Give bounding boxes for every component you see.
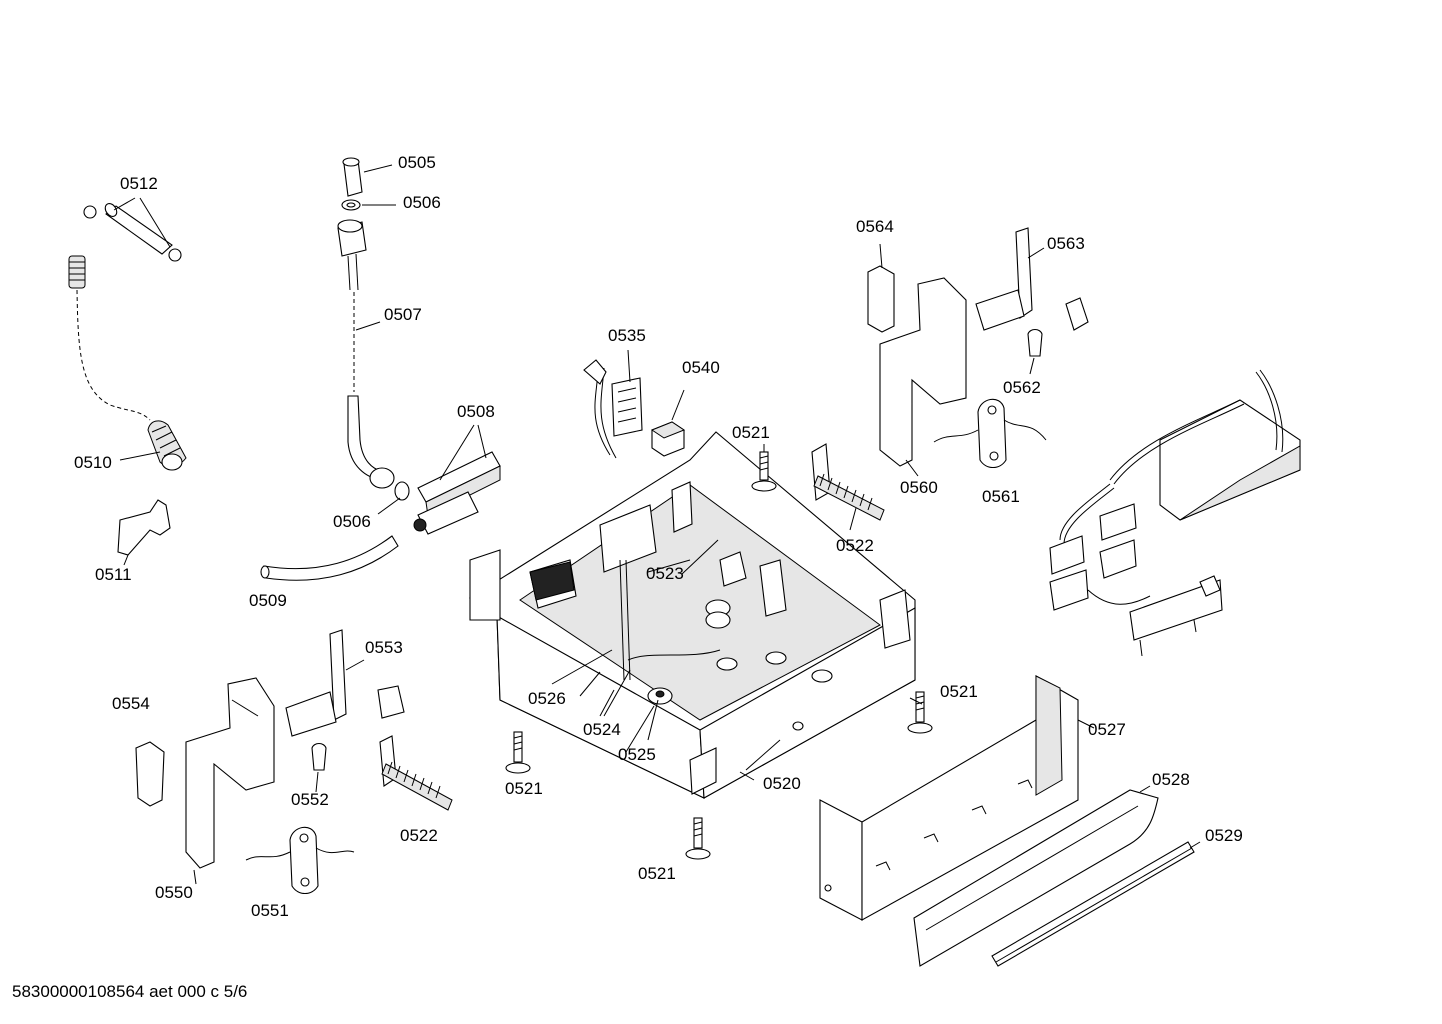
label-0562: 0562 bbox=[1003, 378, 1041, 397]
label-0561: 0561 bbox=[982, 487, 1020, 506]
label-0552: 0552 bbox=[291, 790, 329, 809]
label-0522-right: 0522 bbox=[836, 536, 874, 555]
part-0561-sensor bbox=[933, 398, 1047, 469]
part-0506-ring-top bbox=[341, 199, 396, 211]
label-0535: 0535 bbox=[608, 326, 646, 345]
label-0512: 0512 bbox=[120, 174, 158, 193]
label-0525: 0525 bbox=[618, 745, 656, 764]
part-0535-cable-connector bbox=[583, 349, 643, 459]
label-0528: 0528 bbox=[1152, 770, 1190, 789]
part-0560-bracket bbox=[879, 277, 967, 477]
part-0550-bracket bbox=[185, 677, 275, 885]
part-0511-clip bbox=[117, 499, 171, 566]
part-0507-inlet-hose bbox=[337, 219, 386, 481]
label-0550: 0550 bbox=[155, 883, 193, 902]
label-0521-d: 0521 bbox=[638, 864, 676, 883]
label-0524: 0524 bbox=[583, 720, 621, 739]
part-0508-valve-board bbox=[413, 424, 501, 535]
label-0506-lower: 0506 bbox=[333, 512, 371, 531]
label-0564: 0564 bbox=[856, 217, 894, 236]
label-0506-top: 0506 bbox=[403, 193, 441, 212]
label-0563: 0563 bbox=[1047, 234, 1085, 253]
part-0521-screw-d bbox=[685, 817, 711, 860]
label-0511: 0511 bbox=[95, 565, 132, 584]
label-0505: 0505 bbox=[398, 153, 436, 172]
label-0523: 0523 bbox=[646, 564, 684, 583]
label-0553: 0553 bbox=[365, 638, 403, 657]
part-0562-clip bbox=[1027, 328, 1043, 375]
part-0564-clip bbox=[867, 243, 895, 333]
label-0520: 0520 bbox=[763, 774, 801, 793]
part-0551-sensor bbox=[245, 826, 355, 895]
part-0521-screw-a bbox=[751, 444, 777, 492]
part-0522-spring-left bbox=[379, 735, 453, 811]
label-0507: 0507 bbox=[384, 305, 422, 324]
label-0510: 0510 bbox=[74, 453, 112, 472]
part-0506-ring-lower bbox=[369, 467, 410, 515]
part-0540-block bbox=[650, 389, 686, 457]
part-0505-cap bbox=[342, 157, 393, 197]
label-0521-c: 0521 bbox=[505, 779, 543, 798]
part-0554-clip bbox=[135, 741, 165, 807]
label-0540: 0540 bbox=[682, 358, 720, 377]
label-0551: 0551 bbox=[251, 901, 289, 920]
label-0509: 0509 bbox=[249, 591, 287, 610]
part-0509-hose bbox=[260, 535, 399, 581]
part-0553-bracket bbox=[285, 629, 405, 737]
document-footer-code: 58300000108564 aet 000 c 5/6 bbox=[12, 982, 248, 1001]
label-0554: 0554 bbox=[112, 694, 150, 713]
part-0527-front-panel bbox=[819, 675, 1095, 921]
part-0521-screw-b bbox=[907, 691, 933, 734]
part-0510-drain-hose bbox=[68, 255, 187, 471]
part-0529-trim-strip bbox=[991, 841, 1201, 967]
label-0521-a: 0521 bbox=[732, 423, 770, 442]
label-0522-left: 0522 bbox=[400, 826, 438, 845]
part-0520-base-tray bbox=[468, 431, 916, 799]
part-0521-screw-c bbox=[505, 731, 531, 774]
leader-lines bbox=[231, 559, 923, 781]
label-0529: 0529 bbox=[1205, 826, 1243, 845]
label-0527: 0527 bbox=[1088, 720, 1126, 739]
part-0512-hose bbox=[83, 197, 182, 262]
part-0522-spring-right bbox=[811, 443, 885, 531]
part-0552-clip bbox=[311, 742, 327, 793]
label-0560: 0560 bbox=[900, 478, 938, 497]
label-0508: 0508 bbox=[457, 402, 495, 421]
part-wiring-harness bbox=[1049, 369, 1301, 657]
label-0521-b: 0521 bbox=[940, 682, 978, 701]
part-0528-panel bbox=[913, 785, 1159, 967]
label-0526: 0526 bbox=[528, 689, 566, 708]
part-0563-bracket bbox=[975, 227, 1089, 331]
